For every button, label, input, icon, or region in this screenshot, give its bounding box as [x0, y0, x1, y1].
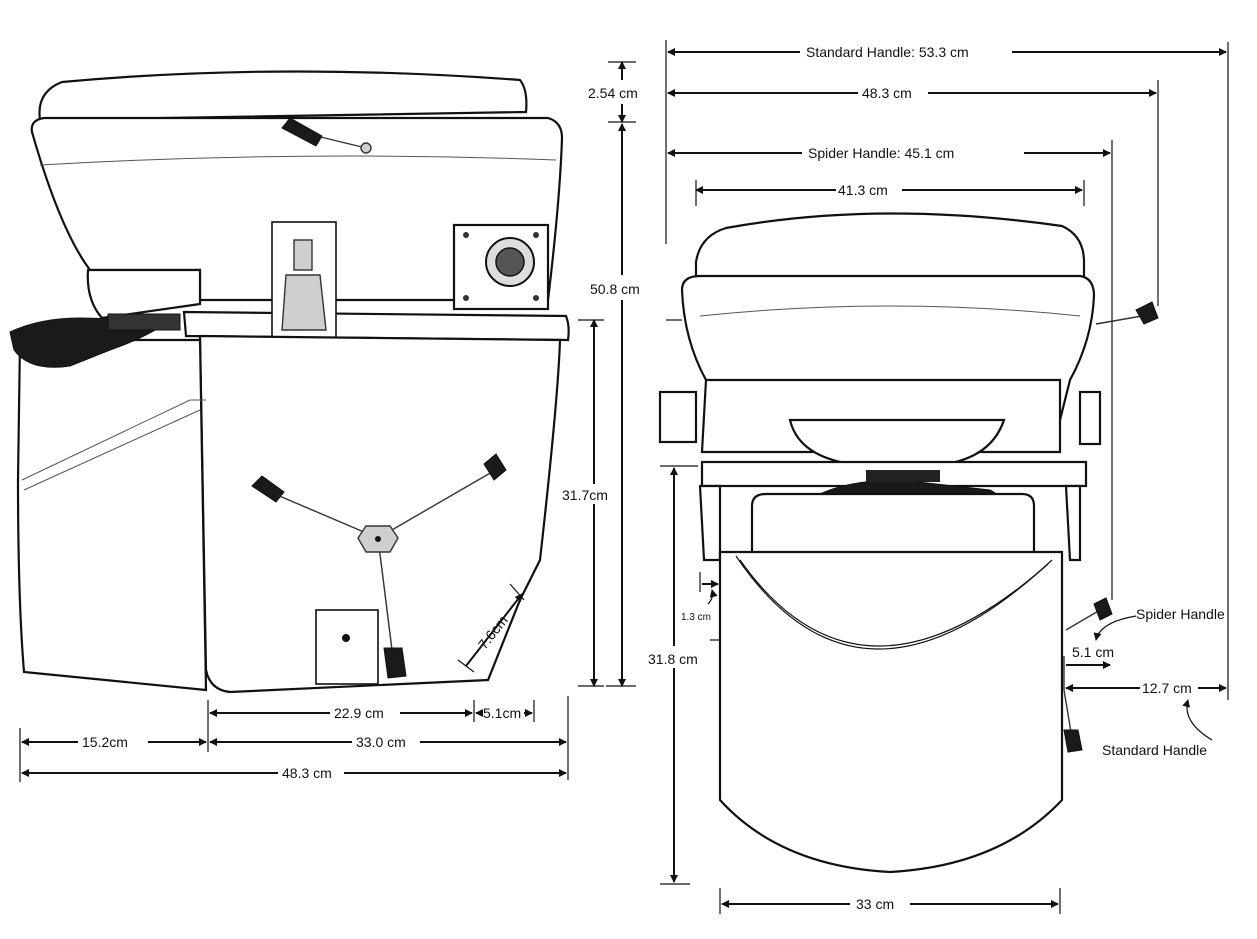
- dim-body-width: 48.3 cm: [862, 85, 912, 101]
- side-base-body: [198, 334, 562, 694]
- side-top-block: [30, 116, 564, 302]
- dim-standard-offset: 12.7 cm: [1142, 680, 1192, 696]
- dim-spider-offset: 5.1 cm: [1072, 644, 1114, 660]
- front-view-drawing: [658, 212, 1159, 874]
- side-view-drawing: [9, 70, 570, 694]
- side-liquids-bottle: [16, 338, 208, 692]
- dim-spider-handle-width: Spider Handle: 45.1 cm: [808, 145, 954, 161]
- dim-standard-handle-width: Standard Handle: 53.3 cm: [806, 44, 969, 60]
- dim-main-part: 33.0 cm: [356, 734, 406, 750]
- front-view-dimensions: Standard Handle: 53.3 cm 48.3 cm Spider …: [648, 40, 1229, 914]
- side-view-dimensions: 2.54 cm 50.8 cm 31.7cm 7.6cm 22.9 cm 5.1…: [19, 61, 640, 782]
- side-lid: [38, 70, 528, 122]
- dim-left-part: 15.2cm: [82, 734, 128, 750]
- dim-small-gap: 1.3 cm: [681, 612, 711, 623]
- dim-front-width: 22.9 cm: [334, 705, 384, 721]
- side-spider-handle: [251, 453, 507, 679]
- label-standard-handle: Standard Handle: [1102, 742, 1207, 758]
- dim-total-height: 50.8 cm: [590, 281, 640, 297]
- dim-overall-width: 48.3 cm: [282, 765, 332, 781]
- dim-base-height: 31.7cm: [562, 487, 608, 503]
- label-spider-handle: Spider Handle: [1136, 606, 1225, 622]
- front-seat-bowl: [788, 418, 1006, 468]
- dim-lid-thickness: 2.54 cm: [588, 85, 638, 101]
- dim-notch: 5.1cm: [483, 705, 521, 721]
- dim-seat-width: 41.3 cm: [838, 182, 888, 198]
- front-bucket: [718, 550, 1064, 874]
- side-latch: [281, 274, 327, 331]
- front-lid: [694, 212, 1086, 284]
- dim-bottom-width: 33 cm: [856, 896, 894, 912]
- dim-front-base-height: 31.8 cm: [648, 651, 698, 667]
